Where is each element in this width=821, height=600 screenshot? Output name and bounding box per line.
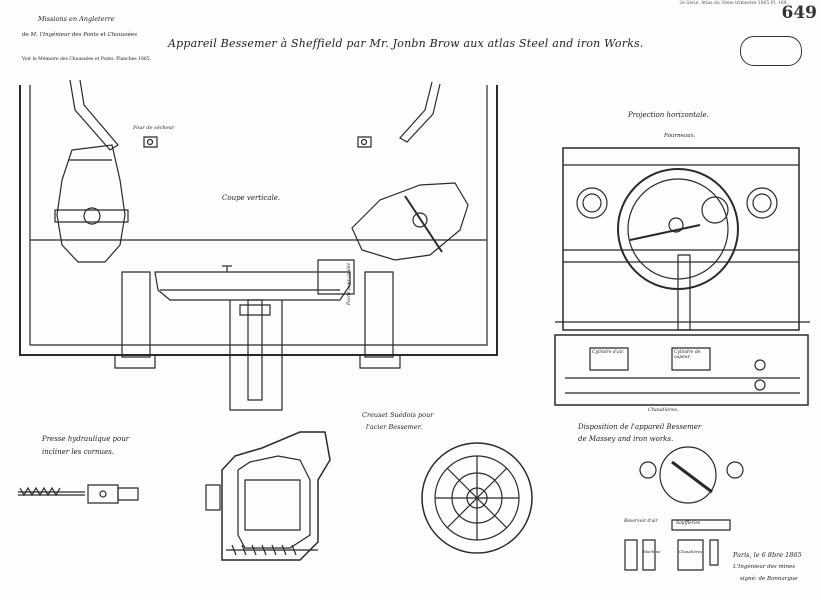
archive-stamp	[740, 36, 802, 66]
label-fourneau: Fourneaux.	[664, 133, 696, 139]
label-projection-horizontale: Projection horizontale.	[628, 111, 709, 119]
label-reservoir: Réservoir d'air	[624, 519, 658, 524]
label-chaudieres: Chaudières.	[648, 407, 679, 413]
horizontal-projection-drawing	[555, 148, 810, 330]
signature-line2: L'Ingénieur des mines	[733, 564, 796, 570]
label-machine: Machine	[643, 549, 661, 554]
header-left-line3: Voir le Mémoire des Chaussées et Ponts. …	[22, 57, 152, 62]
vertical-section-drawing	[20, 80, 497, 410]
corner-note: 2e Série. Atlas du 3ème trimestre 1865 P…	[679, 1, 788, 6]
label-disposition-line2: de Massey and iron works.	[578, 435, 674, 443]
converter-cross-section-drawing	[206, 432, 330, 560]
label-coupe-verticale: Coupe verticale.	[222, 194, 281, 202]
label-presse-line1: Presse hydraulique pour	[42, 435, 130, 443]
label-disposition-line1: Disposition de l'appareil Bessemer	[578, 423, 702, 431]
label-pont: Poche pour coulée	[347, 262, 352, 305]
header-left-line1: Missions en Angleterre	[38, 15, 115, 23]
label-cylindre-vapeur: Cylindre de vapeur.	[674, 350, 701, 360]
label-creuset-line1: Creuset Suédois pour	[362, 411, 434, 419]
plate-title: Appareil Bessemer à Sheffield par Mr. Jo…	[168, 37, 644, 50]
signature-line3: signé: de Bonnargue	[740, 576, 798, 582]
label-cylindre-air: Cylindre d'air.	[592, 350, 625, 355]
label-fours-left: Four de sécheur	[133, 125, 175, 131]
machine-plan-drawing	[555, 335, 808, 405]
label-chaudieres-small: Chaudières	[679, 549, 703, 554]
signature-line1: Paris, le 6 8bre 1865	[733, 551, 802, 559]
header-left-line2: de M. l'Ingénieur des Ponts et Chaussées	[22, 32, 138, 38]
hydraulic-press-drawing	[18, 485, 138, 503]
label-presse-line2: incliner les cornues.	[42, 448, 115, 456]
massey-layout-drawing	[625, 447, 743, 570]
swedish-crucible-drawing	[422, 443, 532, 553]
label-creuset-line2: l'acier Bessemer.	[366, 423, 423, 431]
label-souffleries: Souffleries	[676, 521, 701, 526]
plate-number: 649	[781, 3, 818, 23]
